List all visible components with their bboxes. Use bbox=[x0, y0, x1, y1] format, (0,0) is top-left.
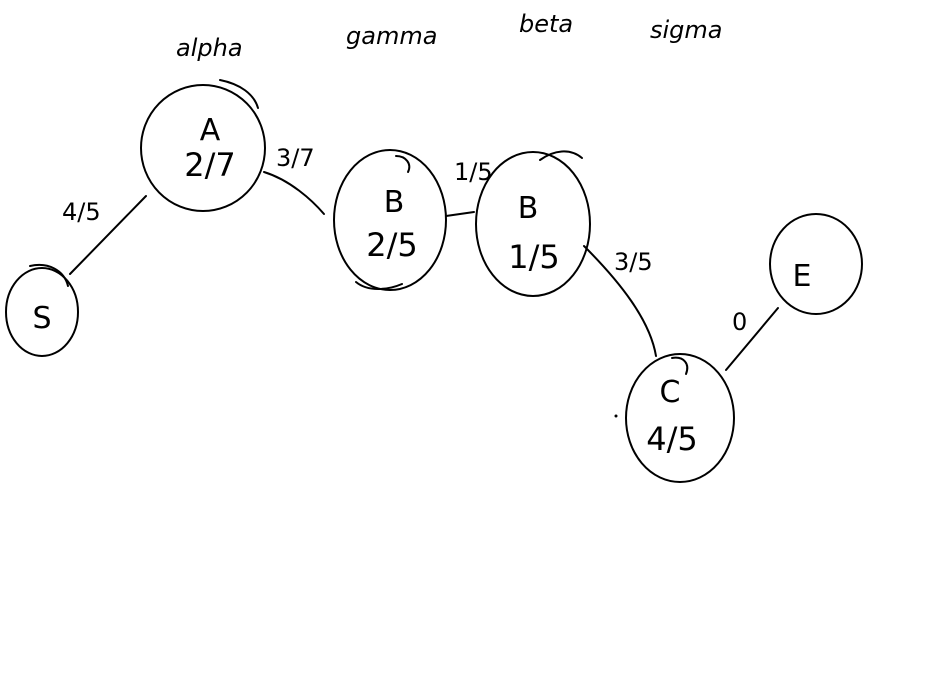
node-s-scribble bbox=[29, 264, 69, 287]
edge-label-a-b1: 3/7 bbox=[276, 144, 315, 172]
node-b2-letter: B bbox=[518, 191, 539, 226]
node-b2: B 1/5 bbox=[475, 150, 591, 297]
node-a-letter: A bbox=[200, 113, 221, 148]
header-alpha: alpha bbox=[176, 34, 243, 62]
node-b1-value: 2/5 bbox=[366, 226, 418, 264]
node-b1-letter: B bbox=[384, 185, 405, 220]
node-b1-scribble-top bbox=[395, 155, 411, 173]
node-a-circle bbox=[140, 84, 266, 212]
node-b2-value: 1/5 bbox=[508, 238, 560, 276]
node-b1-scribble-bottom bbox=[355, 281, 403, 290]
edge-s-a bbox=[69, 195, 147, 275]
node-c-scribble bbox=[671, 356, 689, 375]
node-a-scribble bbox=[219, 79, 259, 109]
edge-b1-b2 bbox=[445, 211, 475, 217]
node-b1: B 2/5 bbox=[333, 149, 447, 291]
node-e: E bbox=[769, 213, 863, 315]
node-b1-circle bbox=[333, 149, 447, 291]
header-sigma: sigma bbox=[650, 16, 723, 44]
node-s-letter: S bbox=[32, 301, 51, 336]
node-b2-scribble bbox=[539, 150, 583, 161]
node-b2-circle bbox=[475, 151, 591, 297]
node-s: S bbox=[5, 264, 79, 357]
edge-label-s-a: 4/5 bbox=[62, 198, 101, 226]
edge-c-e bbox=[725, 307, 779, 371]
node-c: C 4/5 bbox=[614, 353, 735, 483]
edge-a-b1 bbox=[263, 171, 325, 215]
node-a: A 2/7 bbox=[140, 79, 266, 212]
node-c-value: 4/5 bbox=[646, 420, 698, 458]
node-e-letter: E bbox=[793, 259, 812, 294]
edge-label-b2-c: 3/5 bbox=[614, 248, 653, 276]
node-e-circle bbox=[769, 213, 863, 315]
node-c-letter: C bbox=[660, 375, 681, 410]
node-c-circle bbox=[625, 353, 735, 483]
edge-label-c-e: 0 bbox=[732, 308, 747, 336]
header-gamma: gamma bbox=[346, 22, 437, 50]
node-c-dot bbox=[614, 414, 618, 418]
node-s-circle bbox=[5, 267, 79, 357]
header-beta: beta bbox=[519, 10, 573, 38]
node-a-value: 2/7 bbox=[184, 146, 236, 184]
edge-b2-c bbox=[583, 245, 657, 357]
